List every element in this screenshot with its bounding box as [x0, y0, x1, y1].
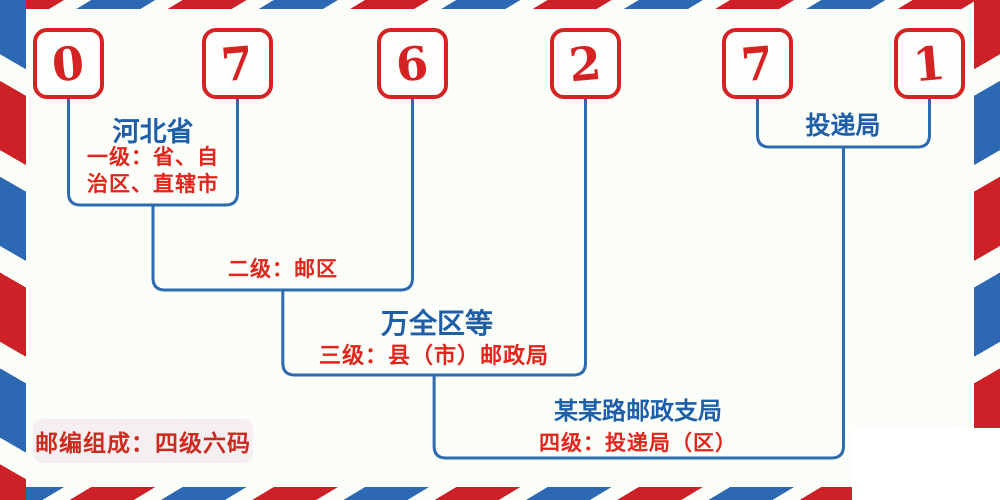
footnote-pill: 邮编组成：四级六码: [33, 419, 253, 463]
digit-2: 7: [219, 35, 256, 92]
digit-4: 2: [567, 35, 604, 92]
footnote-text: 邮编组成：四级六码: [35, 431, 251, 456]
airmail-border-top: [0, 0, 1000, 9]
level2-desc-label: 二级：邮区: [228, 258, 338, 281]
level3-name-label: 万全区等: [380, 309, 494, 340]
digit-box-5: 7: [722, 28, 793, 99]
level4-name-label: 某某路邮政支局: [554, 399, 722, 425]
digit-1: 0: [50, 35, 87, 92]
delivery-office-label: 投递局: [805, 113, 881, 140]
level1-name-label: 河北省: [112, 117, 194, 147]
digit-box-4: 2: [550, 28, 621, 99]
airmail-border-left: [0, 0, 26, 500]
airmail-border-bottom: [0, 487, 852, 500]
digit-box-6: 1: [894, 28, 965, 99]
digit-box-2: 7: [202, 28, 273, 99]
bracket-level4: [432, 147, 845, 460]
level3-desc-label: 三级：县（市）邮政局: [318, 343, 550, 368]
digit-box-1: 0: [33, 28, 104, 99]
level4-desc-label: 四级：投递局（区）: [539, 432, 737, 455]
level1-desc-label: 一级：省、自治区、直辖市: [87, 146, 219, 196]
digit-3: 6: [394, 35, 431, 92]
digit-5: 7: [739, 35, 776, 92]
cropped-white-corner: [852, 428, 1000, 500]
airmail-border-right: [974, 0, 1000, 428]
digit-box-3: 6: [377, 28, 448, 99]
digit-6: 1: [911, 35, 948, 92]
